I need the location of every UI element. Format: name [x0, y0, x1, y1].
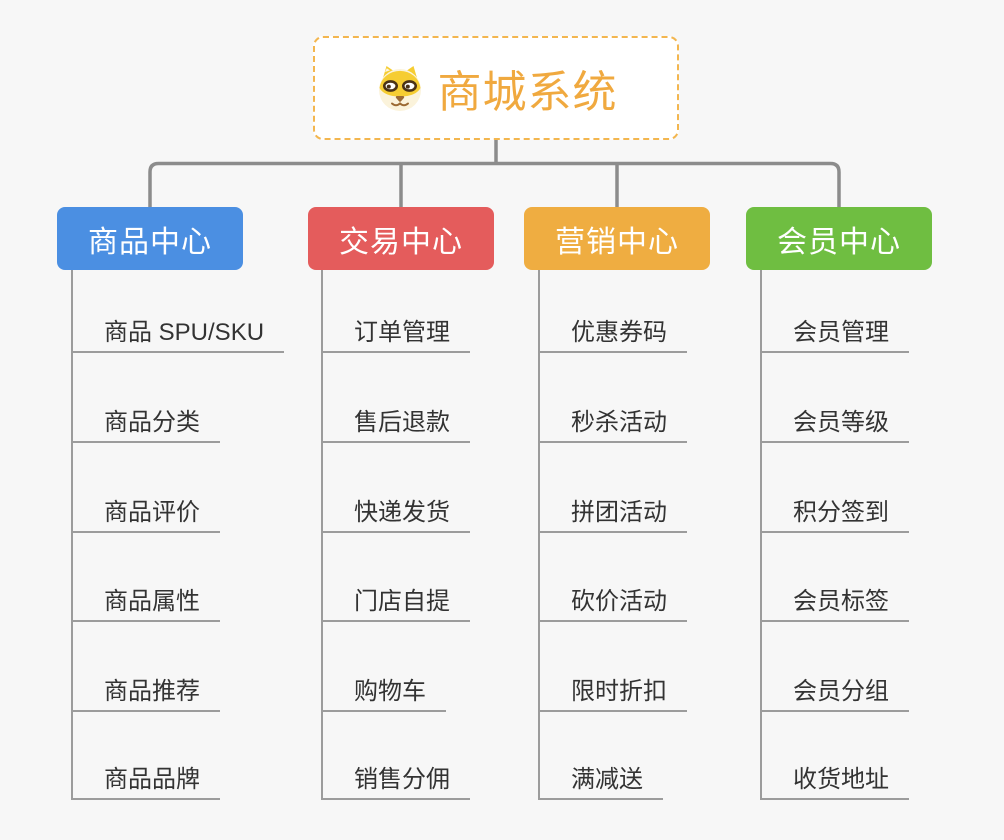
- leaf-topic[interactable]: 商品评价: [72, 496, 220, 533]
- leaf-topic[interactable]: 商品属性: [72, 585, 220, 622]
- leaf-topic[interactable]: 会员标签: [761, 585, 909, 622]
- leaf-topic[interactable]: 会员管理: [761, 316, 909, 353]
- leaf-topic[interactable]: 购物车: [322, 675, 446, 712]
- leaf-topic[interactable]: 优惠券码: [539, 316, 687, 353]
- leaf-topic[interactable]: 商品分类: [72, 406, 220, 443]
- leaf-topic[interactable]: 会员等级: [761, 406, 909, 443]
- leaf-topic[interactable]: 积分签到: [761, 496, 909, 533]
- leaf-topic[interactable]: 商品 SPU/SKU: [72, 316, 285, 353]
- leaf-topic[interactable]: 快递发货: [322, 496, 470, 533]
- leaf-topic[interactable]: 收货地址: [761, 763, 909, 800]
- leaf-topic[interactable]: 拼团活动: [539, 496, 687, 533]
- leaf-topic[interactable]: 限时折扣: [539, 675, 687, 712]
- column-spine-product: [71, 270, 73, 800]
- leaf-topic[interactable]: 订单管理: [322, 316, 470, 353]
- column-spine-trade: [321, 270, 323, 800]
- column-spine-member: [760, 270, 762, 800]
- root-title: 商城系统: [437, 68, 618, 117]
- leaf-topic[interactable]: 砍价活动: [539, 585, 687, 622]
- branch-node-trade-center[interactable]: 交易中心: [308, 207, 494, 270]
- leaf-topic[interactable]: 商品品牌: [72, 763, 220, 800]
- leaf-topic[interactable]: 售后退款: [322, 406, 470, 443]
- leaf-topic[interactable]: 销售分佣: [322, 763, 470, 800]
- dog-face-icon: [375, 63, 425, 113]
- root-node[interactable]: 商城系统: [313, 36, 679, 140]
- branch-node-marketing-center[interactable]: 营销中心: [524, 207, 710, 270]
- leaf-topic[interactable]: 会员分组: [761, 675, 909, 712]
- leaf-topic[interactable]: 门店自提: [322, 585, 470, 622]
- column-spine-marketing: [538, 270, 540, 800]
- leaf-topic[interactable]: 商品推荐: [72, 675, 220, 712]
- branch-node-product-center[interactable]: 商品中心: [57, 207, 243, 270]
- leaf-topic[interactable]: 满减送: [539, 763, 663, 800]
- branch-node-member-center[interactable]: 会员中心: [746, 207, 932, 270]
- leaf-topic[interactable]: 秒杀活动: [539, 406, 687, 443]
- trunk-line: [148, 161, 841, 207]
